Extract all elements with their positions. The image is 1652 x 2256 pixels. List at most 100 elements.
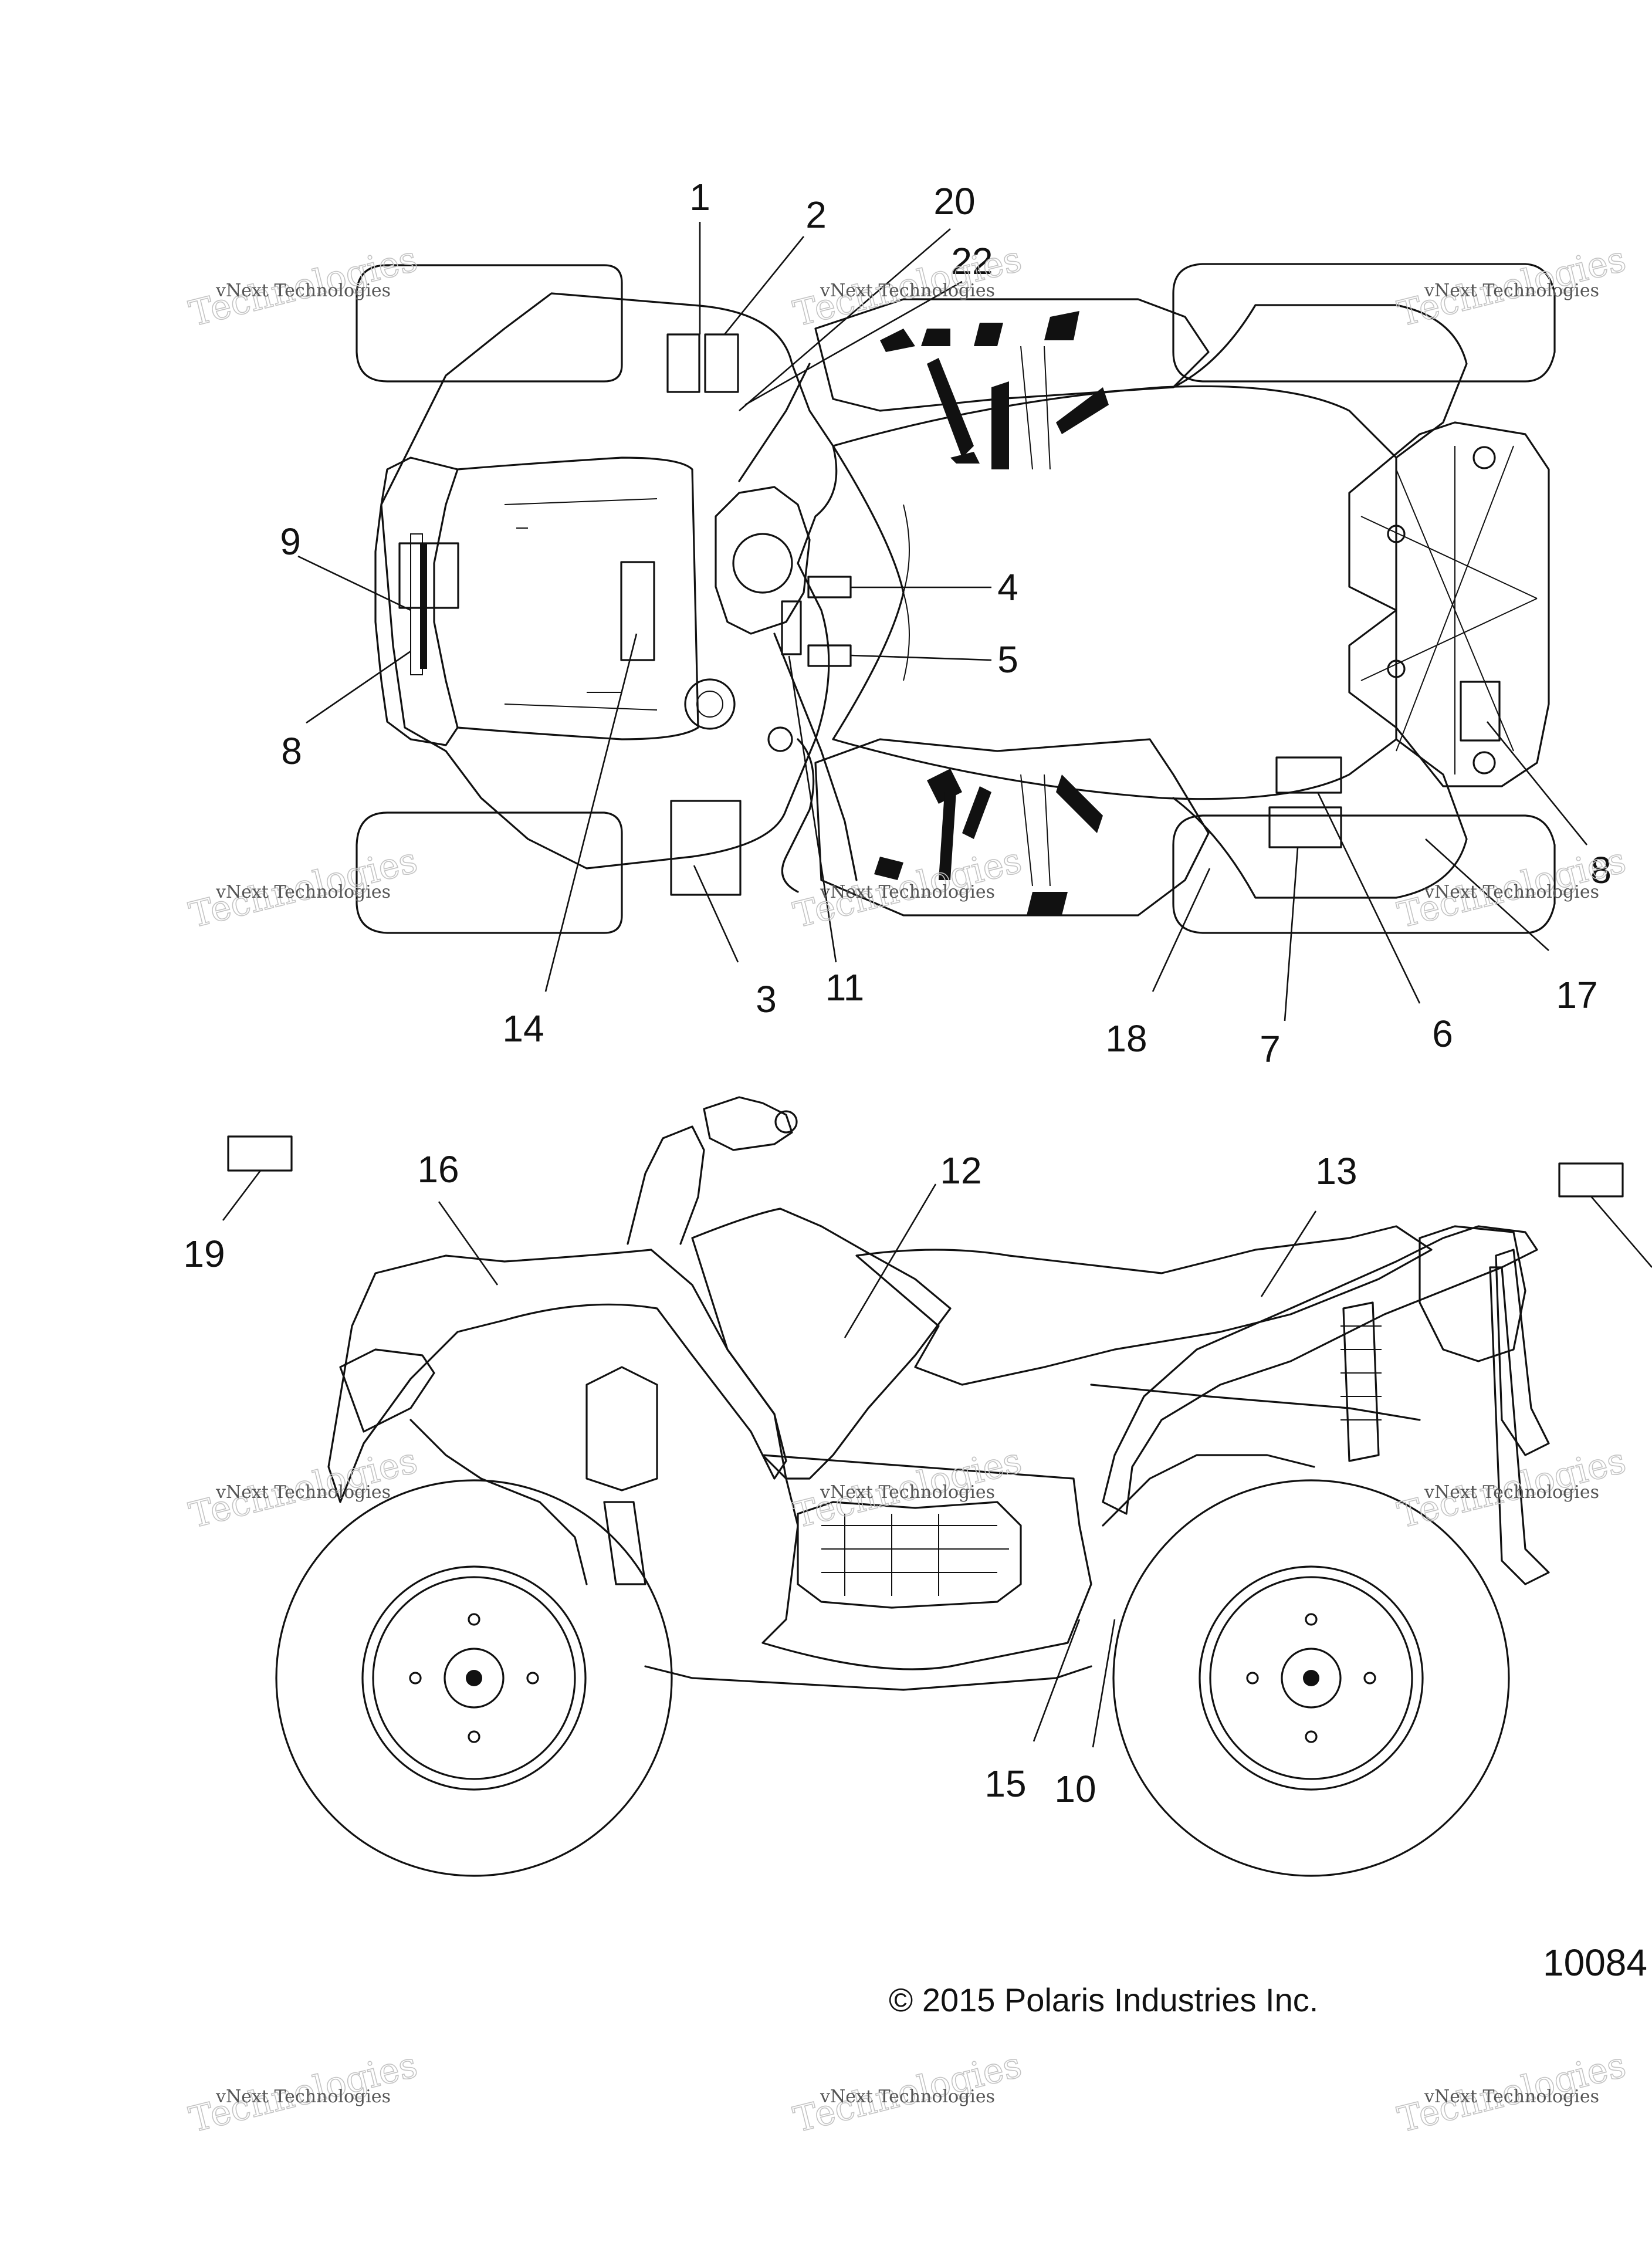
front-lug-2: [468, 1730, 480, 1743]
copyright-notice: © 2015 Polaris Industries Inc.: [889, 1981, 1318, 2018]
front-rim-side: [361, 1565, 587, 1791]
footwell-stripe-8: [1056, 774, 1103, 833]
throttle-top: [767, 726, 793, 752]
watermark-5: Technologies vNext Technologies: [789, 840, 1026, 937]
steering-head-top: [715, 486, 811, 635]
rear-rack-leg: [1489, 1266, 1550, 1585]
watermark-4: Technologies vNext Technologies: [185, 840, 422, 937]
front-bumper-top: [374, 456, 459, 746]
seat-contour: [903, 504, 910, 681]
decal-11-rect: [781, 600, 802, 655]
footrest-side: [644, 1665, 1092, 1691]
watermark-1: Technologies vNext Technologies: [185, 238, 422, 336]
callout-8-rear: 8: [1590, 849, 1612, 891]
atv-side-view: [227, 1096, 1624, 1877]
watermark-6: Technologies vNext Technologies: [1393, 840, 1630, 937]
fuel-cap-inner: [696, 691, 723, 718]
rack-bolt-3: [1387, 525, 1406, 543]
callout-1: 1: [689, 176, 710, 218]
watermark-8-small: vNext Technologies: [820, 1482, 995, 1503]
callout-16: 16: [417, 1148, 459, 1190]
callout-11: 11: [825, 966, 864, 1009]
rack-bolt-2: [1472, 751, 1496, 774]
decal-2-rect: [704, 333, 739, 393]
watermark-3: Technologies vNext Technologies: [1393, 238, 1630, 336]
front-hub: [444, 1648, 505, 1709]
rear-hub-center: [1303, 1670, 1319, 1686]
left-footwell-top: [814, 298, 1210, 412]
watermark-9: Technologies vNext Technologies: [1393, 1440, 1630, 1537]
callout-numbers: 1 2 20 22 9 8 4 5 3 11 14 18 7 6 17 8 16…: [183, 176, 1611, 1810]
brake-lever-top: [781, 738, 815, 893]
rear-shock-side: [1342, 1301, 1380, 1462]
headlight-pod-top: [732, 533, 793, 594]
watermark-7: Technologies vNext Technologies: [185, 1440, 422, 1537]
left-handlebar: [738, 363, 811, 482]
callout-2: 2: [805, 194, 827, 236]
rear-fender-right-top: [1172, 738, 1468, 899]
footwell-tread-6: [1027, 892, 1068, 915]
rack-bolt-1: [1472, 446, 1496, 469]
watermark-12-small: vNext Technologies: [1424, 2086, 1599, 2107]
callout-10: 10: [1054, 1768, 1096, 1810]
front-lug-3: [409, 1672, 422, 1685]
footwell-tread-3: [974, 323, 1003, 346]
fuel-cap-top: [684, 678, 736, 730]
rear-hub: [1281, 1648, 1342, 1709]
callout-3: 3: [756, 978, 777, 1020]
seat-top: [832, 385, 1397, 800]
decal-3-rect: [670, 800, 742, 896]
decal-21-rect: [1558, 1162, 1624, 1198]
callout-18: 18: [1105, 1017, 1147, 1060]
callout-7: 7: [1260, 1028, 1281, 1070]
rack-bolt-4: [1387, 659, 1406, 678]
footwell-stripe-3: [991, 381, 1009, 469]
watermark-11: Technologies vNext Technologies: [789, 2044, 1026, 2142]
front-grille-top: [410, 533, 423, 675]
front-rack-top: [456, 456, 699, 740]
decal-14-rect: [620, 561, 655, 661]
decal-19-rect: [227, 1135, 293, 1172]
watermark-10-small: vNext Technologies: [215, 2086, 391, 2107]
callout-17: 17: [1556, 974, 1597, 1016]
callout-20: 20: [933, 180, 975, 222]
front-a-arm: [409, 1419, 588, 1585]
footwell-dotted-lines: [1020, 346, 1051, 470]
rear-rack-strut: [1495, 1249, 1550, 1456]
rear-rim-side: [1199, 1565, 1424, 1791]
watermark-2-small: vNext Technologies: [820, 280, 995, 301]
rear-rim-inner: [1209, 1576, 1413, 1780]
tire-rear-right-top: [1172, 814, 1556, 934]
callout-9: 9: [280, 520, 301, 563]
rear-lug-4: [1363, 1672, 1376, 1685]
watermark-1-small: vNext Technologies: [215, 280, 391, 301]
callout-4: 4: [997, 566, 1018, 608]
tire-front-right-top: [356, 811, 623, 934]
rear-rack-top: [1348, 421, 1550, 787]
footwell-stripe-4: [1056, 387, 1109, 434]
fuel-tank-side: [691, 1208, 952, 1480]
decal-4-rect: [807, 576, 852, 598]
front-lug-4: [526, 1672, 539, 1685]
front-shock-side: [585, 1366, 658, 1491]
footwell-stripe-6: [962, 786, 991, 839]
watermark-3-small: vNext Technologies: [1424, 280, 1599, 301]
rear-tire-side: [1112, 1479, 1510, 1877]
watermark-5-small: vNext Technologies: [820, 882, 995, 902]
footwell-tread-4: [1044, 311, 1079, 340]
callout-5: 5: [997, 638, 1018, 681]
rear-shock-coils: [1340, 1325, 1382, 1420]
right-footwell-top: [814, 738, 1210, 916]
front-tire-side: [275, 1479, 673, 1877]
steering-post-side: [627, 1125, 705, 1245]
leader-lines: [222, 222, 1652, 1748]
front-fender-top: [380, 292, 838, 870]
watermark-12: Technologies vNext Technologies: [1393, 2044, 1630, 2142]
front-rack-bars: [504, 498, 658, 711]
watermark-2: Technologies vNext Technologies: [789, 238, 1026, 336]
watermark-7-small: vNext Technologies: [215, 1482, 391, 1503]
footwell-tread-1: [880, 329, 915, 352]
watermark-9-small: vNext Technologies: [1424, 1482, 1599, 1503]
rear-lug-2: [1305, 1730, 1318, 1743]
